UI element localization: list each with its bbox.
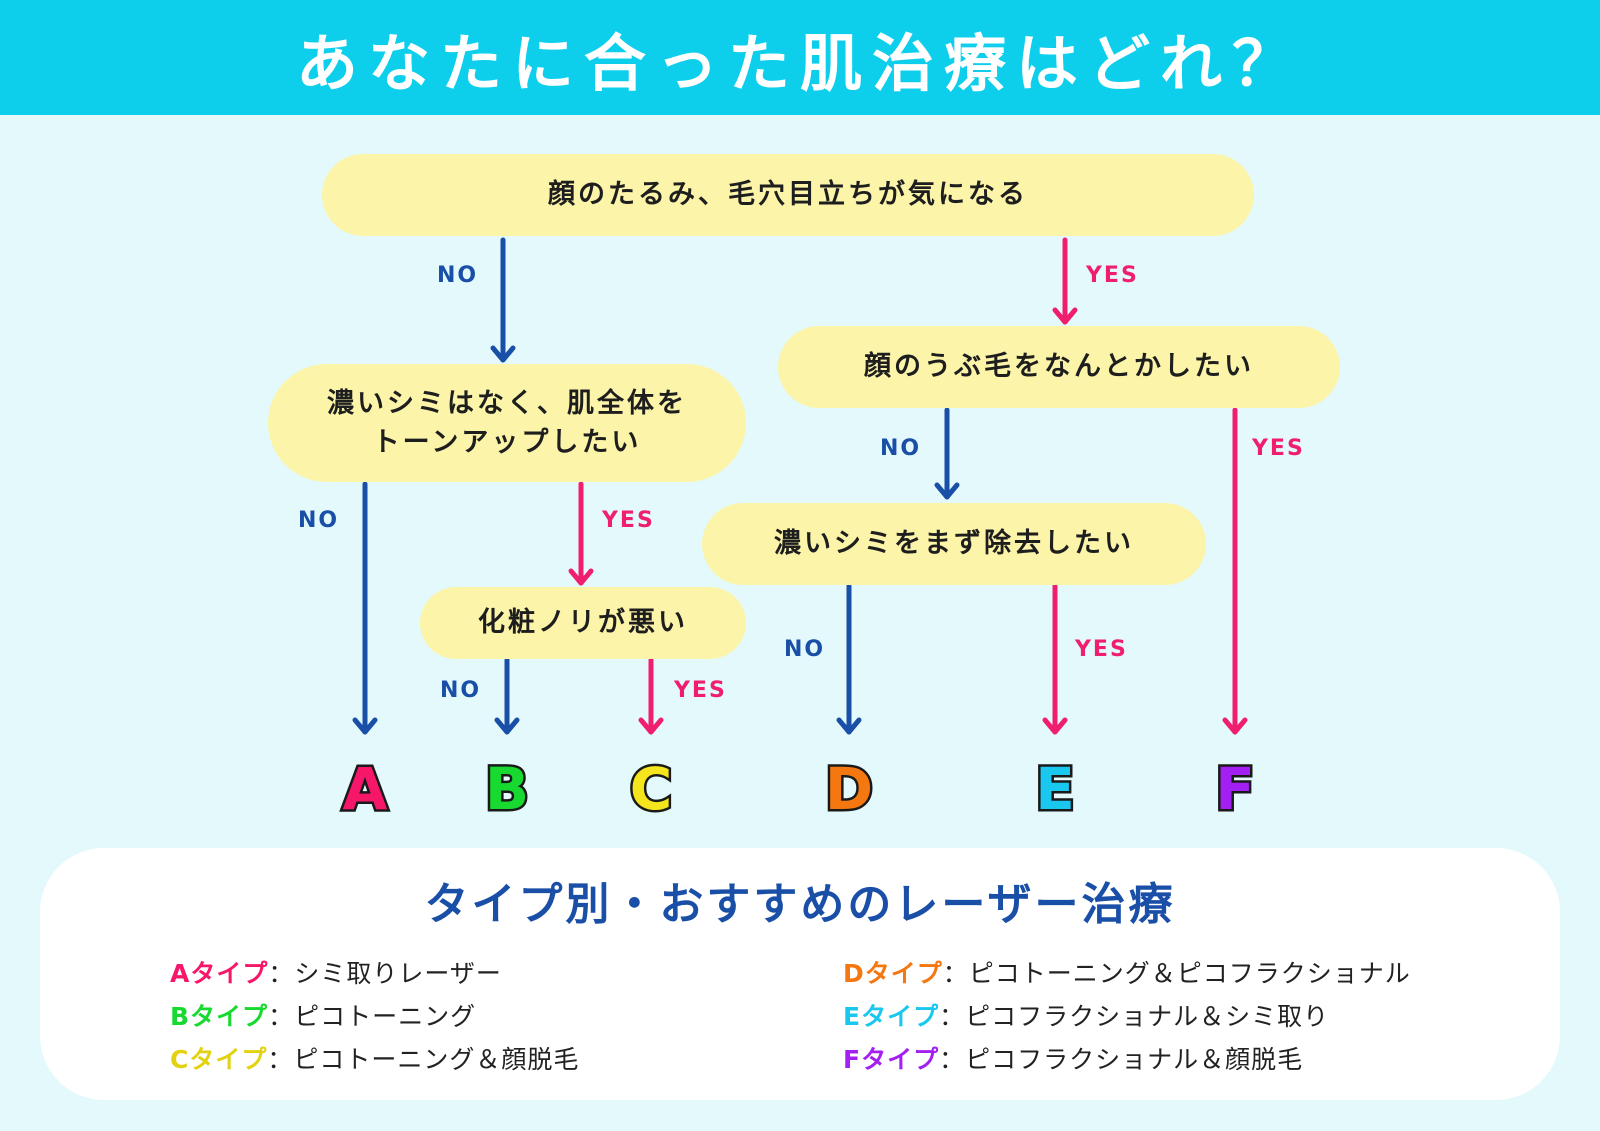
question-node-5: 濃いシミをまず除去したい [702, 503, 1206, 585]
legend-type-e: Eタイプ [843, 1002, 940, 1031]
branch-label-yes: YES [1086, 263, 1139, 288]
branch-label-no: NO [440, 678, 482, 703]
branch-label-no: NO [298, 508, 340, 533]
branch-label-yes: YES [602, 508, 655, 533]
result-d: D [822, 753, 875, 826]
legend-type-a: Aタイプ [170, 959, 269, 988]
legend-type-c: Cタイプ [170, 1045, 268, 1074]
legend-treatment-d: ：ピコトーニング＆ピコフラクショナル [942, 959, 1411, 988]
result-b: B [482, 753, 531, 826]
branch-label-yes: YES [674, 678, 727, 703]
question-text-1: 顔のたるみ、毛穴目立ちが気になる [548, 179, 1028, 211]
legend-item-f: Fタイプ：ピコフラクショナル＆顔脱毛 [843, 1038, 1411, 1081]
question-text-4: 化粧ノリが悪い [478, 607, 688, 639]
branch-label-no: NO [784, 637, 826, 662]
legend-right-column: Dタイプ：ピコトーニング＆ピコフラクショナル Eタイプ：ピコフラクショナル＆シミ… [843, 952, 1411, 1081]
question-node-1: 顔のたるみ、毛穴目立ちが気になる [322, 154, 1254, 236]
result-e: E [1033, 753, 1078, 826]
branch-label-yes: YES [1075, 637, 1128, 662]
legend-treatment-e: ：ピコフラクショナル＆シミ取り [939, 1002, 1330, 1031]
branch-label-no: NO [437, 263, 479, 288]
legend-type-f: Fタイプ [843, 1045, 940, 1074]
legend-item-c: Cタイプ：ピコトーニング＆顔脱毛 [170, 1038, 579, 1081]
result-f: F [1213, 753, 1258, 826]
recommendation-panel: タイプ別・おすすめのレーザー治療 Aタイプ：シミ取りレーザー Bタイプ：ピコトー… [40, 848, 1560, 1100]
question-node-4: 化粧ノリが悪い [420, 587, 746, 659]
recommendation-heading: タイプ別・おすすめのレーザー治療 [424, 879, 1176, 930]
question-node-2: 濃いシミはなく、肌全体を トーンアップしたい [268, 364, 746, 482]
question-text-5: 濃いシミをまず除去したい [774, 528, 1134, 560]
question-text-2: 濃いシミはなく、肌全体を トーンアップしたい [327, 387, 687, 458]
legend-treatment-b: ：ピコトーニング [268, 1002, 477, 1031]
result-c: C [627, 753, 675, 826]
page-title: あなたに合った肌治療はどれ？ [295, 26, 1304, 100]
legend-item-e: Eタイプ：ピコフラクショナル＆シミ取り [843, 995, 1411, 1038]
header-bar: あなたに合った肌治療はどれ？ [0, 0, 1600, 115]
legend-item-a: Aタイプ：シミ取りレーザー [170, 952, 579, 995]
branch-label-yes: YES [1252, 436, 1305, 461]
legend-left-column: Aタイプ：シミ取りレーザー Bタイプ：ピコトーニング Cタイプ：ピコトーニング＆… [170, 952, 579, 1081]
branch-label-no: NO [880, 436, 922, 461]
legend-treatment-c: ：ピコトーニング＆顔脱毛 [267, 1045, 580, 1074]
legend-treatment-a: ：シミ取りレーザー [268, 959, 502, 988]
question-text-3: 顔のうぶ毛をなんとかしたい [864, 351, 1254, 383]
legend-type-d: Dタイプ [843, 959, 943, 988]
result-a: A [340, 753, 390, 826]
legend-treatment-f: ：ピコフラクショナル＆顔脱毛 [939, 1045, 1304, 1074]
legend-item-d: Dタイプ：ピコトーニング＆ピコフラクショナル [843, 952, 1411, 995]
question-node-3: 顔のうぶ毛をなんとかしたい [778, 326, 1340, 408]
legend-type-b: Bタイプ [170, 1002, 269, 1031]
legend-item-b: Bタイプ：ピコトーニング [170, 995, 579, 1038]
